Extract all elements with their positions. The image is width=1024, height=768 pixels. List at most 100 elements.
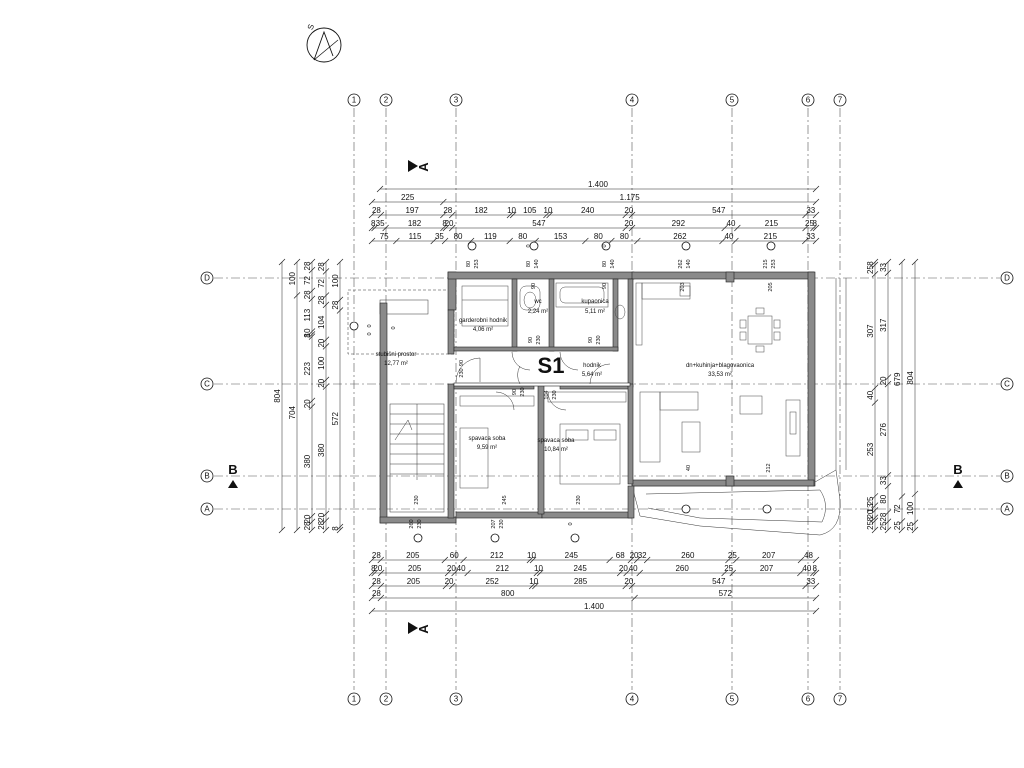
axis-label: 2 — [384, 695, 389, 704]
svg-text:A: A — [416, 624, 431, 634]
opening-tag: 260 — [409, 519, 415, 528]
opening-marker — [570, 533, 580, 543]
axis-label: C — [204, 380, 210, 389]
room-area: 10,84 m² — [544, 447, 568, 453]
opening-marker — [529, 241, 539, 251]
dimension-value: 40 — [629, 564, 638, 573]
room-name: hodnik — [583, 363, 602, 369]
opening-tag: 140 — [686, 259, 692, 268]
dimension-value: 28 — [303, 261, 312, 270]
dimension-value: 25 — [866, 265, 875, 274]
opening-marker — [601, 241, 611, 251]
opening-tag: 215 — [763, 259, 769, 268]
opening-tag: 0 — [568, 522, 574, 525]
dimension-value: 182 — [474, 206, 488, 215]
dimension-value: 80 — [518, 232, 527, 241]
dimension-value: 68 — [616, 551, 625, 560]
dimension-value: 292 — [672, 219, 686, 228]
dimension-value: 20 — [624, 577, 633, 586]
landing-outline — [347, 289, 455, 355]
axis-label: 7 — [838, 695, 843, 704]
room-name: wc — [533, 299, 541, 305]
dimension-value: 547 — [712, 206, 726, 215]
section-marker-b-right: B — [953, 462, 963, 488]
dimension-value: 262 — [673, 232, 687, 241]
opening-tag: 230 — [414, 495, 420, 504]
dimension-value: 207 — [762, 551, 776, 560]
dimension-value: 119 — [484, 232, 497, 241]
room-name: garderobni hodnik — [459, 318, 508, 324]
axis-label: 2 — [384, 96, 389, 105]
opening-tag: 140 — [610, 259, 616, 268]
axis-label: B — [1004, 472, 1009, 481]
dimension-value: 28 — [372, 589, 381, 598]
opening-tag: 90 — [512, 389, 518, 395]
opening-tag: 90 — [602, 283, 608, 289]
room-area: 12,77 m² — [384, 361, 408, 367]
dimension-value: 72 — [317, 278, 326, 287]
dimension-value: 80 — [454, 232, 463, 241]
opening-tag: 253 — [474, 259, 480, 268]
room-area: 9,59 m² — [477, 445, 497, 451]
opening-tag: 203 — [680, 282, 686, 291]
section-marker-b-left: B — [228, 462, 238, 488]
dimension-value: 380 — [317, 443, 326, 457]
opening-marker — [681, 241, 691, 251]
room-name: dn+kuhinja+blagovaonica — [686, 363, 755, 369]
dimension-value: 10 — [529, 577, 538, 586]
dimension-value: 804 — [273, 389, 282, 403]
dimension-value: 35 — [376, 219, 385, 228]
exterior-walls — [379, 271, 816, 524]
dimension-value: 205 — [406, 551, 420, 560]
dimension-value: 252 — [486, 577, 500, 586]
axis-label: D — [1004, 274, 1010, 283]
dimension-value: 33 — [806, 232, 815, 241]
dimension-value: 25 — [724, 564, 733, 573]
dimension-value: 100 — [906, 501, 915, 515]
axis-label: 7 — [838, 96, 843, 105]
dimension-value: 800 — [501, 589, 515, 598]
dimension-value: 245 — [565, 551, 579, 560]
dimension-value: 225 — [401, 193, 415, 202]
axis-label: 4 — [630, 96, 635, 105]
opening-tag: 207 — [491, 519, 497, 528]
dimension-value: 317 — [879, 318, 888, 332]
dimension-value: 679 — [893, 372, 902, 386]
dimension-value: 8 — [812, 564, 817, 573]
dimension-value: 215 — [765, 219, 779, 228]
room-area: 5,11 m² — [585, 309, 605, 315]
dimension-value: 20 — [624, 219, 633, 228]
opening-tag: 230 — [417, 519, 423, 528]
dimension-value: 72 — [303, 275, 312, 284]
opening-tag: 212 — [766, 463, 772, 472]
axis-label: 1 — [352, 96, 357, 105]
compass-letter: S — [306, 23, 316, 31]
opening-marker — [490, 533, 500, 543]
dimension-value: 28 — [317, 262, 326, 271]
doors — [455, 351, 611, 411]
opening-tag: 253 — [771, 259, 777, 268]
room-name: stubišni prostor — [376, 352, 417, 358]
dimension-value: 33 — [879, 262, 888, 271]
dimension-value: 104 — [317, 315, 326, 329]
opening-tag: 230 — [459, 368, 465, 377]
dimension-value: 207 — [760, 564, 774, 573]
dimension-value: 80 — [879, 494, 888, 503]
dimension-value: 10 — [534, 564, 543, 573]
dimension-value: 205 — [408, 564, 422, 573]
opening-tag: 230 — [499, 519, 505, 528]
dimension-value: 28 — [317, 520, 326, 529]
opening-tag: 0 — [367, 324, 373, 327]
axis-bubbles-top: 1 2 3 4 5 6 7 — [347, 93, 847, 107]
opening-tag: 90 — [588, 337, 594, 343]
axis-label: 3 — [454, 96, 459, 105]
svg-text:A: A — [416, 162, 431, 172]
dimension-value: 8 — [866, 516, 875, 521]
dimension-value: 28 — [331, 300, 340, 309]
section-marker-a-top: A — [408, 160, 431, 172]
interior-walls — [447, 278, 634, 519]
dimension-value: 240 — [581, 206, 595, 215]
axis-label: 4 — [630, 695, 635, 704]
dimension-value: 20 — [317, 512, 326, 521]
dimension-value: 704 — [288, 405, 297, 419]
